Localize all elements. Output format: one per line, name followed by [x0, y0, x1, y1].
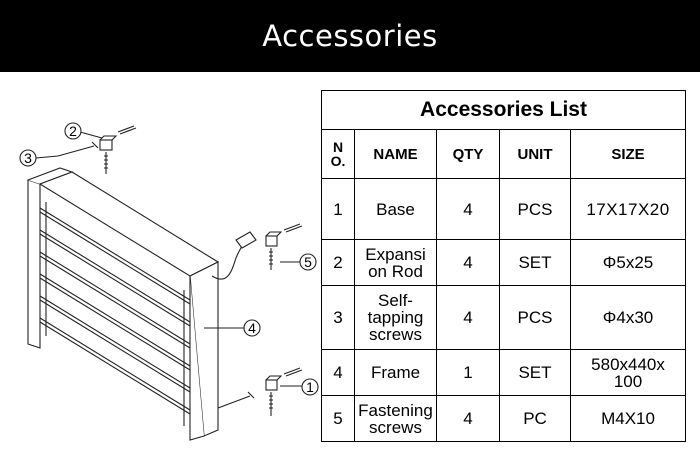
column-header-unit: UNIT: [499, 129, 571, 179]
callout-4: 4: [248, 320, 256, 336]
table-row: 5 Fastening screws 4 PC M4X10: [321, 395, 687, 442]
row-qty: 4: [436, 178, 500, 240]
callout-5: 5: [304, 254, 312, 270]
table-row: 4 Frame 1 SET 580x440x 100: [321, 349, 687, 396]
row-qty: 1: [436, 349, 500, 396]
row-name: Fastening screws: [354, 395, 437, 442]
column-header-size: SIZE: [569, 129, 687, 179]
row-size: Φ4x30: [569, 285, 687, 350]
table-row: 1 Base 4 PCS 17X17X20: [321, 178, 687, 240]
row-name: Base: [354, 178, 437, 240]
accessories-table: Accessories List N O. NAME QTY UNIT SIZE…: [320, 90, 687, 442]
table-row: 2 Expansi on Rod 4 SET Φ5x25: [321, 239, 687, 286]
row-name: Self- tapping screws: [354, 285, 437, 350]
header-banner: Accessories: [0, 0, 700, 72]
callout-1: 1: [306, 379, 314, 395]
table-caption: Accessories List: [320, 90, 687, 130]
row-qty: 4: [436, 395, 500, 442]
row-name: Frame: [354, 349, 437, 396]
row-unit: PCS: [499, 285, 571, 350]
column-header-no: N O.: [321, 129, 355, 179]
column-header-name: NAME: [354, 129, 437, 179]
page-title: Accessories: [262, 19, 438, 53]
row-unit: PC: [499, 395, 571, 442]
row-size: Φ5x25: [569, 239, 687, 286]
row-size: M4X10: [569, 395, 687, 442]
row-qty: 4: [436, 239, 500, 286]
callout-2: 2: [69, 123, 77, 139]
product-diagram: 2 3 4 5 1: [0, 90, 322, 472]
row-unit: SET: [499, 349, 571, 396]
row-no: 4: [321, 349, 355, 396]
row-no: 1: [321, 178, 355, 240]
table-row: 3 Self- tapping screws 4 PCS Φ4x30: [321, 285, 687, 350]
row-name: Expansi on Rod: [354, 239, 437, 286]
row-qty: 4: [436, 285, 500, 350]
row-no: 2: [321, 239, 355, 286]
row-no: 5: [321, 395, 355, 442]
row-no: 3: [321, 285, 355, 350]
row-size: 580x440x 100: [569, 349, 687, 396]
callout-3: 3: [24, 150, 32, 166]
row-unit: SET: [499, 239, 571, 286]
row-unit: PCS: [499, 178, 571, 240]
column-header-qty: QTY: [436, 129, 500, 179]
row-size: 17X17X20: [569, 178, 687, 240]
towel-rack-drawing: 2 3 4 5 1: [19, 122, 319, 441]
